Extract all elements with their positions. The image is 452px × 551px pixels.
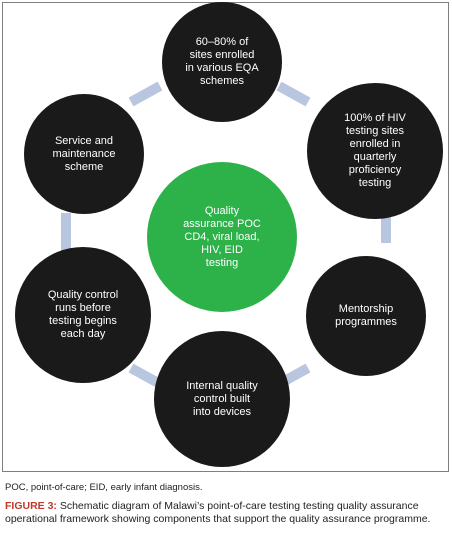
node-mentorship-label: Mentorship programmes [335,303,397,328]
node-proficiency-circle [307,83,443,219]
center-circle [147,162,297,312]
center-label: Quality assurance POC CD4, viral load, H… [183,204,261,269]
figure-label: FIGURE 3: [5,500,57,512]
node-eqa-circle [162,2,282,122]
node-proficiency-label: 100% of HIV testing sites enrolled in qu… [344,112,406,189]
footnote: POC, point-of-care; EID, early infant di… [5,482,203,493]
connector-service-eqa [128,81,163,107]
framework-diagram [15,2,443,467]
caption-text: Schematic diagram of Malawi’s point-of-c… [5,500,431,525]
node-service-circle [24,94,144,214]
node-qcruns-circle [15,247,151,383]
connector-eqa-proficiency [276,81,311,107]
node-service-label: Service and maintenance scheme [52,134,116,173]
node-internalqc-circle [154,331,290,467]
node-qcruns-label: Quality control runs before testing begi… [47,289,119,340]
connector-internalqc-qcruns [128,363,163,389]
node-mentorship-circle [306,256,426,376]
node-eqa-label: 60–80% of sites enrolled in various EQA … [185,36,259,87]
figure-caption: FIGURE 3: Schematic diagram of Malawi’s … [5,500,447,526]
node-internalqc-label: Internal quality control built into devi… [186,379,258,418]
